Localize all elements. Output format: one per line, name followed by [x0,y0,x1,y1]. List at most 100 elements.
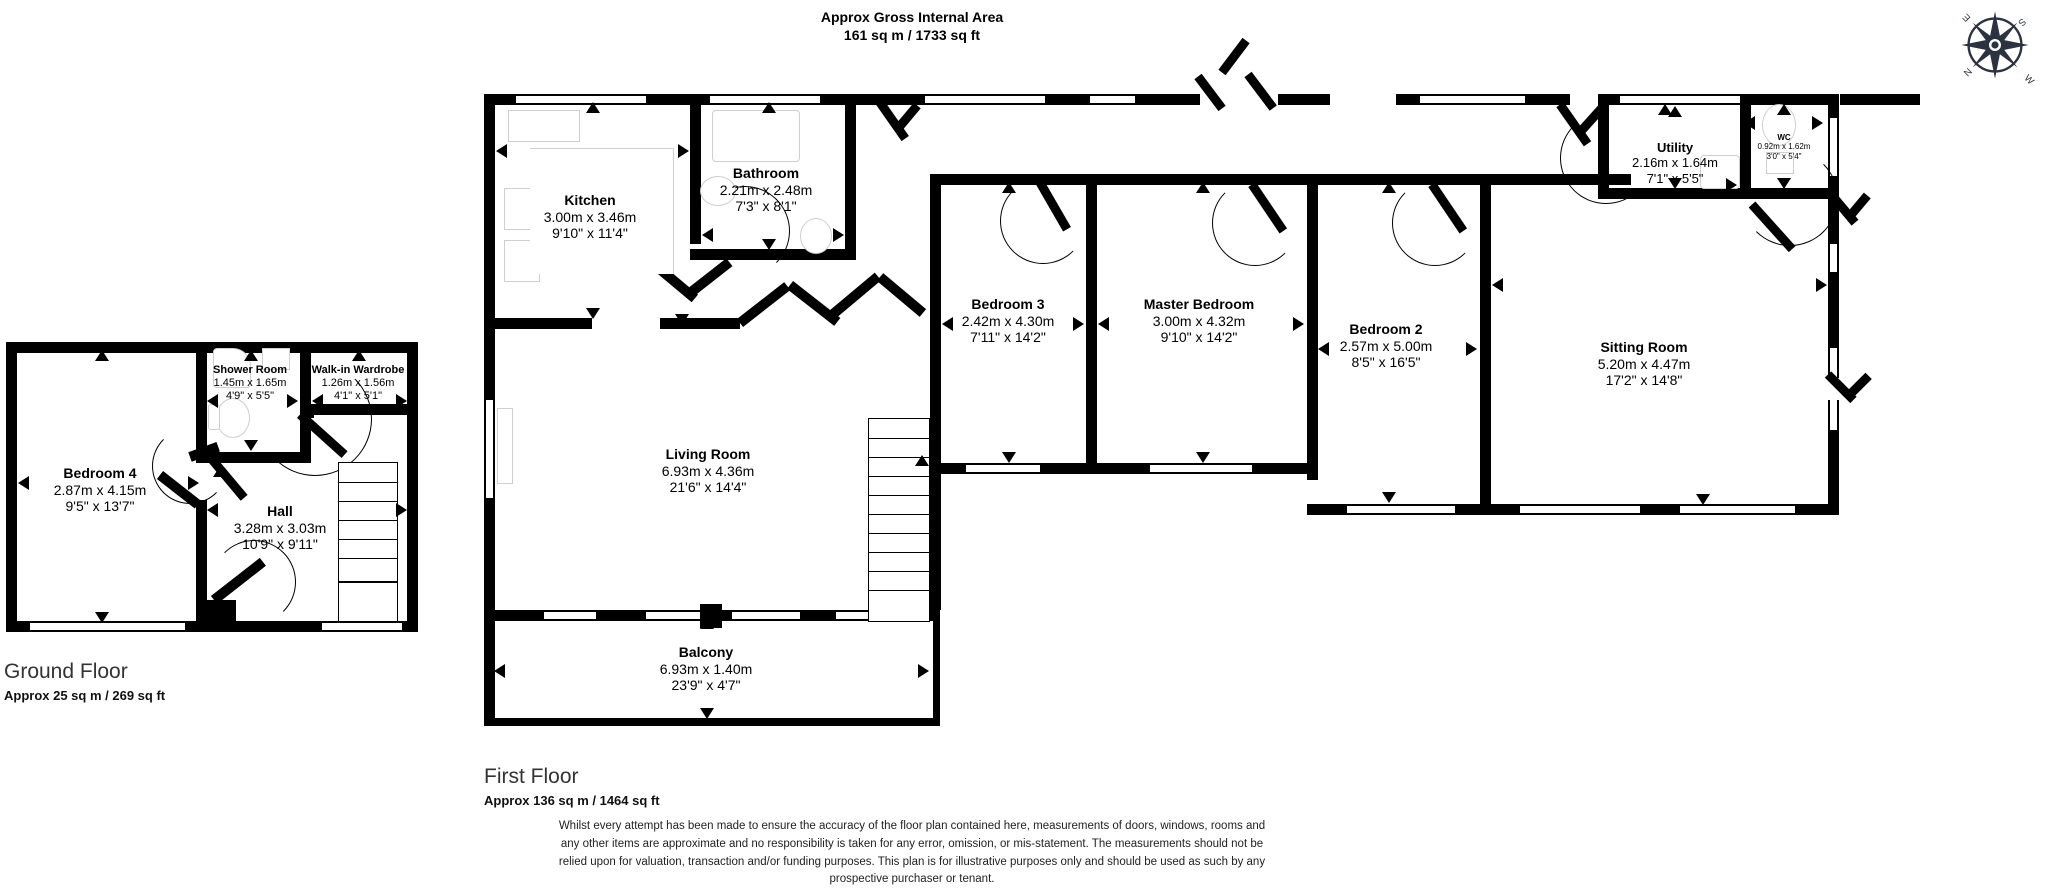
dim-arrow-hall-west [207,503,218,517]
dim-arrow-hall-east [396,503,407,517]
dim-arrow-kitchen-west [496,144,507,158]
room-label-hall: Hall 3.28m x 3.03m 10'9" x 9'11" [234,503,327,553]
room-name: Sitting Room [1600,339,1688,355]
dim-arrow-balcony-west [494,664,505,678]
wall-ff-bed2-right [1480,174,1491,514]
wall-ff-top-f [1520,94,1570,105]
room-label-kitchen: Kitchen 3.00m x 3.46m 9'10" x 11'4" [544,192,637,242]
wall-ff-dormer-b [1218,37,1250,76]
room-imperial: 4'9" x 5'5" [225,389,275,402]
room-imperial: 17'2" x 14'8" [1605,372,1683,389]
dim-arrow-wc-west [1744,116,1755,130]
wall-gf-shower-bottom [196,452,311,463]
stairs-first [868,418,930,622]
door-ff-master-arc [1212,180,1298,266]
window-ff-bed3-south [966,463,1040,474]
wall-ff-left-upper [484,94,495,324]
stairs-ground [338,462,398,582]
wall-ff-dormer-a [1194,73,1226,112]
room-label-bedroom-2: Bedroom 2 2.57m x 5.00m 8'5" x 16'5" [1340,321,1433,371]
room-name: Hall [267,503,293,519]
disclaimer-text: Whilst every attempt has been made to en… [517,818,1307,889]
room-name: Master Bedroom [1143,296,1255,312]
wall-ff-top-c [1130,94,1200,105]
wall-ff-sitting-bottom-c [1795,504,1839,515]
door-ff-utility-arc [1560,112,1652,204]
window-ff-utility-north [1620,94,1732,105]
gross-area-heading: Approx Gross Internal Area 161 sq m / 17… [821,8,1003,44]
room-metric: 2.87m x 4.15m [53,481,147,498]
wall-ff-living-left [484,498,495,604]
dim-arrow-bed4-west [18,476,29,490]
wall-ff-top-left [484,94,884,105]
wall-ff-sitting-bottom-b [1640,504,1680,515]
room-label-master-bedroom: Master Bedroom 3.00m x 4.32m 9'10" x 14'… [1144,296,1254,346]
first-floor-name: First Floor [484,765,579,788]
wall-gf-top [6,342,418,353]
wall-gf-right [407,342,418,632]
dim-arrow-sitting-south [1696,494,1710,505]
room-label-walk-in-wardrobe: Walk-in Wardrobe 1.26m x 1.56m 4'1" x 5'… [312,364,405,403]
dim-arrow-wc-east [1812,116,1823,130]
room-label-wc: WC 0.92m x 1.62m 3'0" x 5'4" [1758,133,1811,161]
room-label-bedroom-4: Bedroom 4 2.87m x 4.15m 9'5" x 13'7" [54,465,147,515]
dim-arrow-shower-west [207,394,218,408]
wall-ff-balcony-top-d [800,610,836,621]
room-imperial: 9'10" x 14'2" [1160,329,1238,346]
dim-arrow-sitting-east [1816,278,1827,292]
dim-arrow-kitchen-south [586,308,600,319]
room-name: Walk-in Wardrobe [311,364,405,376]
room-metric: 2.21m x 2.48m [719,181,813,198]
room-metric: 6.93m x 4.36m [661,462,755,479]
svg-text:S: S [2016,16,2028,28]
wall-ff-bed3-top-b [1082,174,1250,185]
kitchen-sink-icon [508,110,580,142]
dim-arrow-bed4-north [95,350,109,361]
dim-arrow-balcony-north [700,618,714,629]
room-imperial: 7'3" x 8'1" [735,198,797,215]
room-imperial: 3'0" x 5'4" [1766,151,1802,161]
balcony-rail-left [484,621,491,726]
room-name: Bedroom 2 [1349,321,1423,337]
dim-arrow-bed2-west [1318,342,1329,356]
wall-ff-top-d [1278,94,1330,105]
wall-ff-top-a [884,94,944,105]
window-ff-top-3 [1420,94,1525,105]
gross-area-line1: Approx Gross Internal Area [820,9,1004,25]
window-ff-balcony-2 [646,610,700,621]
wall-ff-top-b [1036,94,1094,105]
wall-ff-landing-angle-f [876,273,927,317]
dim-arrow-wardrobe-north [352,350,366,361]
dim-arrow-hall-south [213,608,227,619]
wall-ff-balcony-top-b [596,610,646,621]
wall-ff-east-c [1828,430,1839,515]
dim-arrow-master-east [1293,317,1304,331]
room-metric: 6.93m x 1.40m [659,660,753,677]
dim-arrow-bathroom-north [762,102,776,113]
door-ff-bathroom-arc [700,186,790,276]
room-imperial: 4'1" x 5'1" [333,389,383,402]
room-label-balcony: Balcony 6.93m x 1.40m 23'9" x 4'7" [660,644,753,694]
dim-arrow-living-east [915,455,929,466]
window-ff-top-1 [925,94,1045,105]
disclaimer-line-4: prospective purchaser or tenant. [829,873,995,886]
room-metric: 5.20m x 4.47m [1597,355,1691,372]
room-imperial: 23'9" x 4'7" [671,677,741,694]
balcony-rail-bottom [484,718,940,726]
room-imperial: 9'10" x 11'4" [552,225,628,242]
bathroom-basin-icon [700,176,736,206]
room-name: Bedroom 4 [63,465,137,481]
room-label-living-room: Living Room 6.93m x 4.36m 21'6" x 14'4" [662,446,755,496]
dim-arrow-shower-east [287,394,298,408]
room-imperial: 21'6" x 14'4" [669,479,747,496]
wall-ff-bed2-bottom-b [1455,504,1495,515]
dim-arrow-balcony-east [918,664,929,678]
dim-arrow-bed4-east [188,476,199,490]
wall-gf-bed4-right-upper [196,342,207,452]
room-metric: 2.16m x 1.64m [1632,155,1718,171]
disclaimer-line-3: relied upon for valuation, transaction a… [558,855,1266,868]
first-floor-caption: First Floor Approx 136 sq m / 1464 sq ft [484,765,660,808]
wall-ff-sitting-bottom-a [1480,504,1520,515]
dim-arrow-bathroom-west [702,228,713,242]
door-ff-bed2-arc [1392,180,1478,266]
